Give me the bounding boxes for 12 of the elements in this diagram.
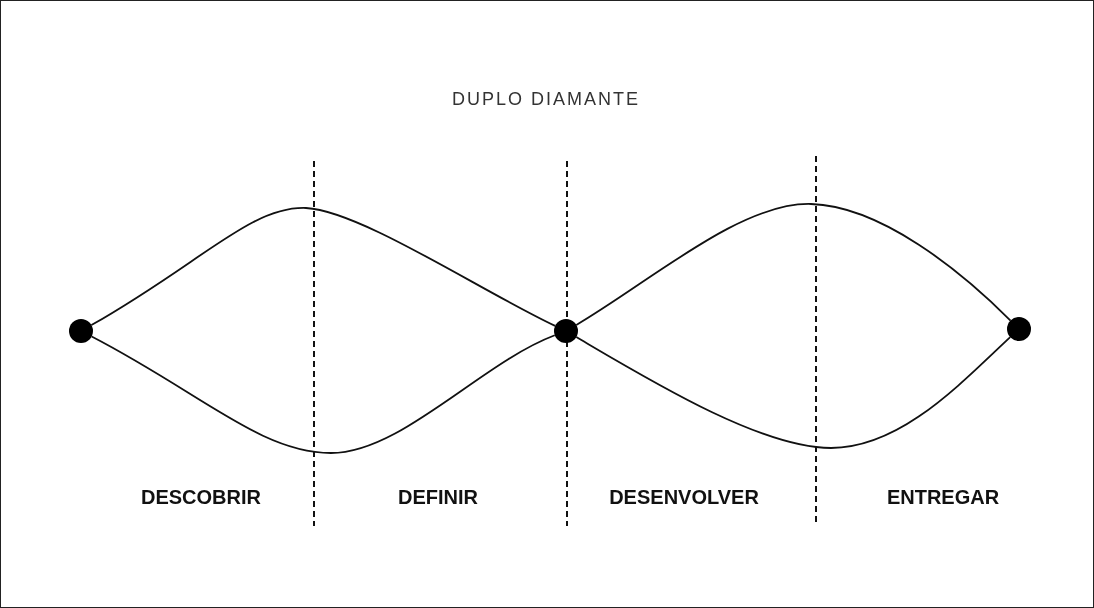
- curve-line: [90, 207, 557, 327]
- dot: [1007, 317, 1031, 341]
- phase-label: DEFINIR: [398, 486, 478, 509]
- phase-label: DESCOBRIR: [141, 486, 261, 509]
- dot: [554, 319, 578, 343]
- curve-line: [575, 336, 1012, 449]
- curve-line: [90, 334, 556, 454]
- title: DUPLO DIAMANTE: [452, 89, 640, 110]
- curve-line: [575, 203, 1012, 326]
- phase-label: DESENVOLVER: [609, 486, 759, 509]
- dot: [69, 319, 93, 343]
- phase-label: ENTREGAR: [886, 486, 1000, 509]
